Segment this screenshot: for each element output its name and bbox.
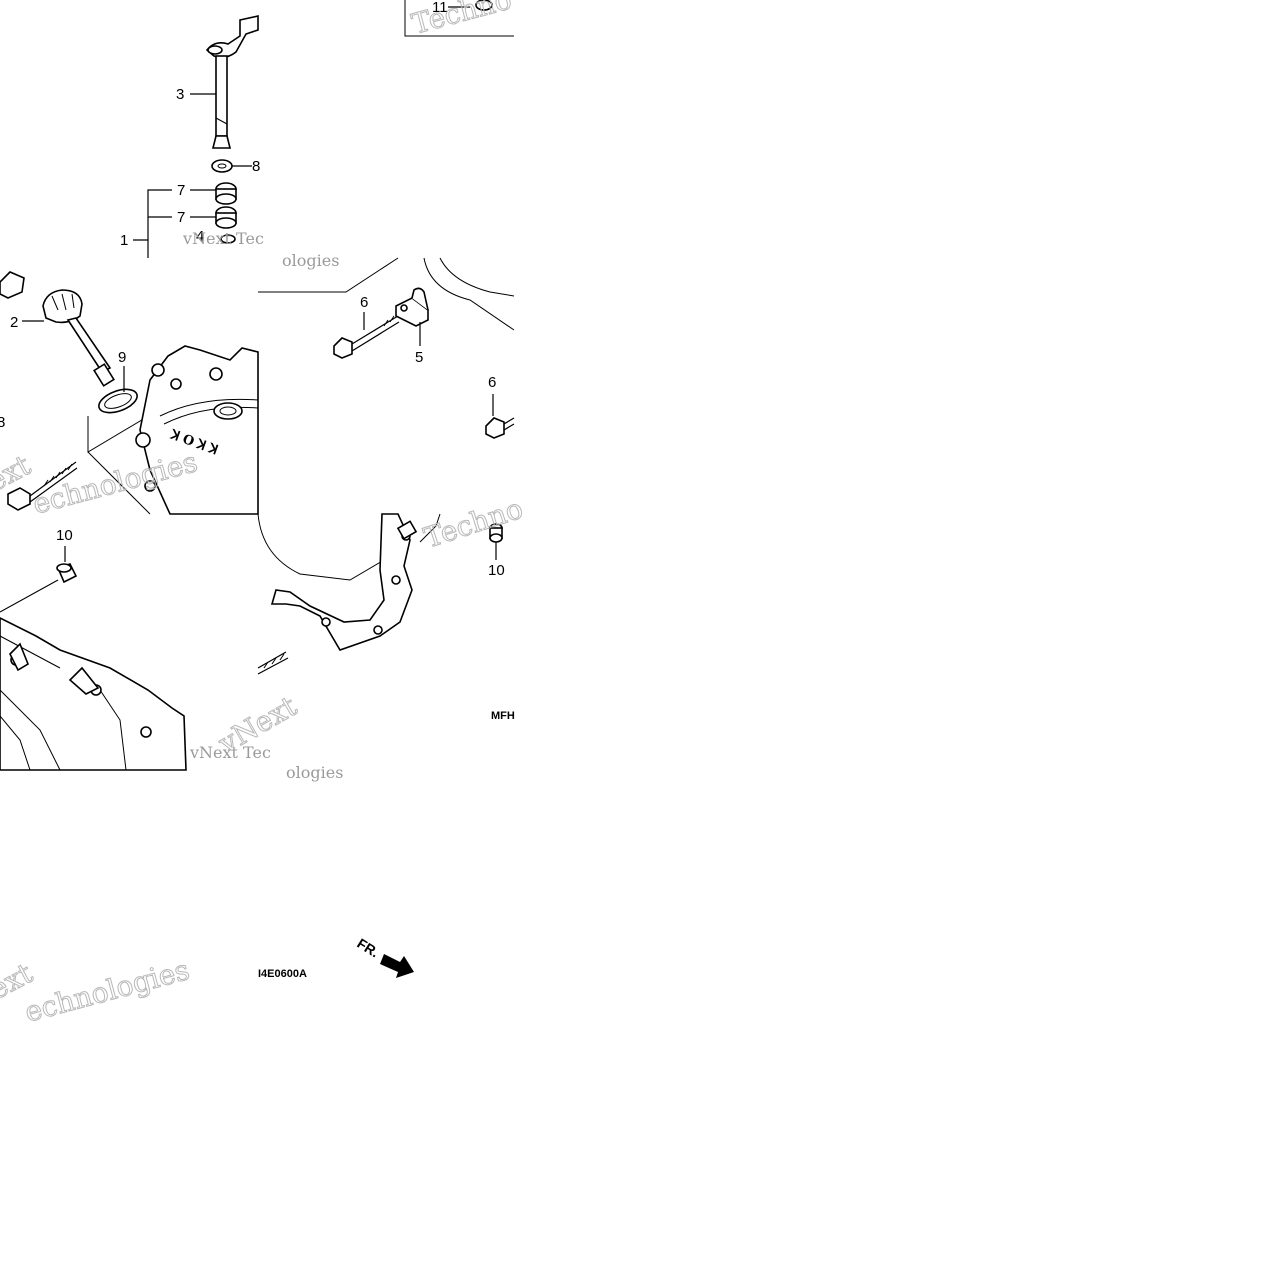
- part-nut-edge: [0, 271, 25, 299]
- watermark-text: Techno: [408, 0, 515, 41]
- tile-case-dowel: 10 MFH Techno: [257, 491, 527, 722]
- tile-shaft-assembly: 3 8 7 7 1 4 11 vNext Tec ologies Techno: [120, 0, 516, 270]
- part-6-bolt-upper: [333, 315, 400, 359]
- tile-bracket-bolts: 6 5 6: [258, 257, 515, 439]
- part-5-bracket: [395, 287, 429, 327]
- watermark-text: vNext Tec: [182, 229, 264, 248]
- callout-8-edge: 8: [0, 414, 5, 431]
- arrow-right-icon: [380, 954, 414, 978]
- callout-7-upper: 7: [177, 182, 185, 199]
- part-11-nut: [475, 0, 493, 11]
- callout-11: 11: [432, 0, 448, 16]
- left-crankcase-cover: ꓘOꓘꓘ: [87, 345, 259, 515]
- part-4-washer: [220, 234, 236, 244]
- callout-6-upper: 6: [360, 294, 368, 311]
- part-2-oil-filler-cap: [42, 289, 115, 387]
- part-8-oil-seal: [211, 159, 233, 173]
- part-10-dowel-pin: [56, 563, 78, 584]
- part-7-needle-bearing-upper: [215, 182, 237, 205]
- callout-4: 4: [196, 228, 204, 245]
- callout-3: 3: [176, 86, 184, 103]
- callout-5: 5: [415, 349, 423, 366]
- part-6-bolt-lower: [485, 417, 515, 439]
- part-9-o-ring: [98, 388, 138, 414]
- part-7-needle-bearing-lower: [215, 206, 237, 229]
- callout-10-left: 10: [56, 527, 73, 544]
- part-8-bolt: [7, 461, 78, 511]
- watermark-text: echnologies: [21, 953, 193, 1029]
- model-code-label: MFH: [491, 710, 515, 722]
- callout-1: 1: [120, 232, 128, 249]
- callout-10-right: 10: [488, 562, 505, 579]
- callout-9: 9: [118, 349, 126, 366]
- callout-2: 2: [10, 314, 18, 331]
- part-3-shift-shaft: [205, 15, 259, 149]
- diagram-footer: I4E0600A FR. ext echnologies: [0, 935, 414, 1029]
- tile-case-cover: ꓘOꓘꓘ 2 9 8 ext echnologies: [0, 271, 259, 521]
- drawing-code: I4E0600A: [258, 968, 307, 980]
- callout-7-lower: 7: [177, 209, 185, 226]
- watermark-text: vNext Tec: [189, 743, 271, 762]
- watermark-text: ologies: [286, 763, 343, 782]
- tile-dowel-cover: 10 vNext Tec ologies vNext: [0, 527, 343, 782]
- watermark-text: Techno: [420, 492, 527, 555]
- front-direction-indicator: FR.: [354, 935, 414, 978]
- watermark-text: ologies: [282, 251, 339, 270]
- callout-6-lower: 6: [488, 374, 496, 391]
- callout-8: 8: [252, 158, 260, 175]
- callout-frame-11: [404, 0, 514, 37]
- front-label: FR.: [354, 935, 382, 961]
- part-10-dowel-pin-right: [489, 523, 503, 543]
